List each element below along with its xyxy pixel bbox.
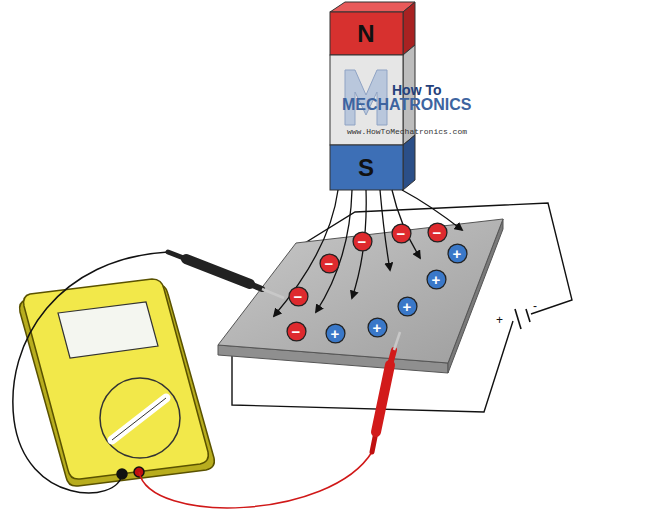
charge-sign: + — [373, 320, 382, 335]
meter-dial — [100, 378, 180, 458]
watermark-url: www.HowToMechatronics.com — [347, 128, 467, 136]
field-line — [274, 190, 462, 316]
charge-sign: + — [403, 299, 412, 314]
charge-carrier: − — [352, 231, 373, 252]
red-probe — [372, 332, 400, 452]
red-cable — [139, 452, 372, 508]
charge-sign: − — [292, 324, 301, 339]
charge-sign: − — [397, 226, 406, 241]
magnet-pole: N — [330, 13, 403, 56]
charge-sign: − — [433, 225, 442, 240]
charge-sign: − — [358, 234, 367, 249]
black-cable — [13, 252, 168, 493]
battery-polarity: + — [496, 314, 503, 326]
charge-carrier: + — [426, 269, 447, 290]
charge-carrier: − — [427, 222, 448, 243]
meter-display — [58, 302, 158, 358]
watermark-text: How To — [392, 83, 442, 97]
charge-carrier: − — [288, 286, 309, 307]
charge-sign: + — [453, 246, 462, 261]
pole-letter: N — [357, 22, 374, 46]
charge-sign: − — [294, 289, 303, 304]
charge-carrier: − — [286, 321, 307, 342]
charge-carrier: + — [325, 323, 346, 344]
multimeter — [20, 279, 215, 486]
pole-letter: S — [358, 156, 374, 180]
charge-carrier: + — [397, 296, 418, 317]
battery-symbol — [515, 309, 530, 329]
charge-sign: + — [331, 326, 340, 341]
magnet-pole: S — [330, 146, 403, 191]
charge-sign: − — [325, 256, 334, 271]
charge-carrier: + — [367, 317, 388, 338]
watermark-text: MECHATRONICS — [342, 97, 471, 113]
battery-polarity: - — [533, 300, 537, 312]
semiconductor-plate — [218, 219, 503, 373]
black-probe — [168, 252, 284, 298]
charge-sign: + — [432, 272, 441, 287]
charge-carrier: − — [319, 253, 340, 274]
charge-carrier: + — [447, 243, 468, 264]
charge-carrier: − — [391, 223, 412, 244]
